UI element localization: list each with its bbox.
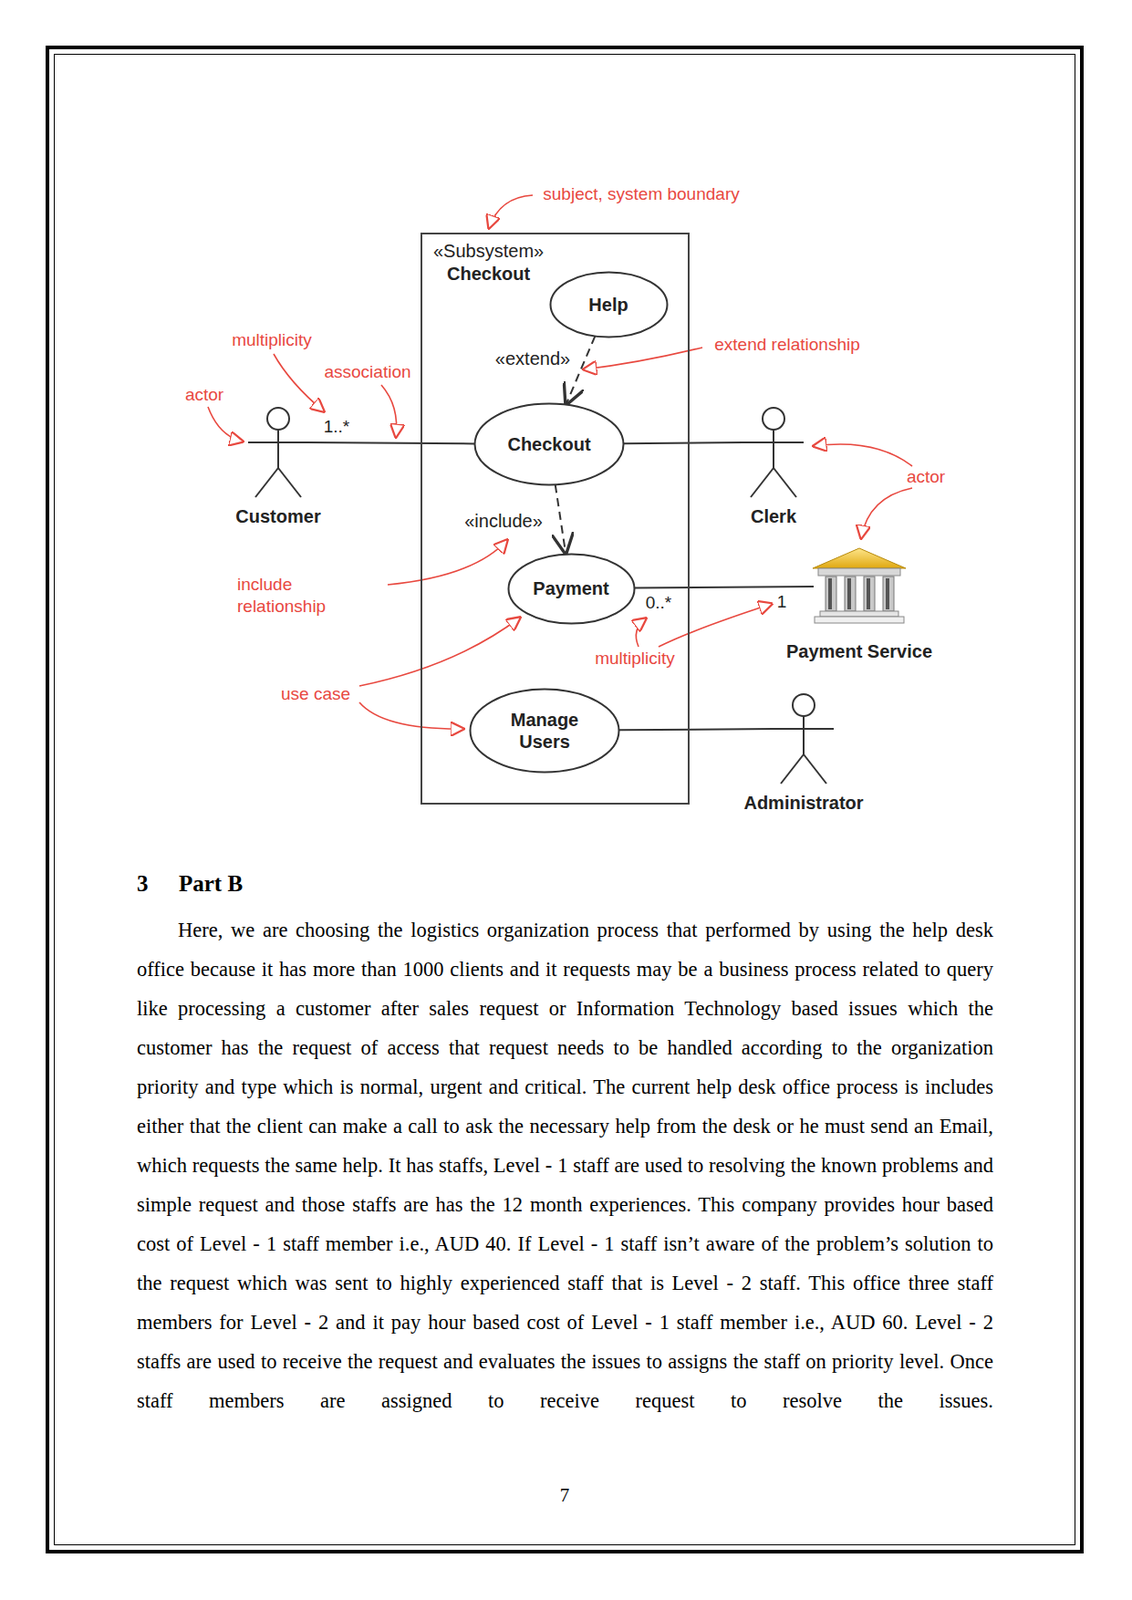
annotation-label: actor [185, 384, 224, 406]
body-paragraph: Here, we are choosing the logistics orga… [136, 910, 994, 1421]
page-number: 7 [560, 1484, 571, 1507]
annotation-label: use case [280, 684, 351, 705]
multiplicity: 1 [777, 591, 788, 613]
use-case-name: Manage Users [491, 708, 598, 753]
stereotype-label: «include» [462, 510, 545, 532]
use-case-name: Payment [532, 577, 609, 600]
multiplicity: 1..* [323, 416, 351, 437]
section-number: 3 [136, 871, 149, 897]
actor-figure: Administrator [743, 692, 863, 814]
use-case-text-wrap: Help [549, 270, 669, 339]
multiplicity: 0..* [645, 592, 673, 613]
use-case-name: Checkout [507, 433, 591, 456]
subsystem-boundary: «Subsystem»CheckoutHelpCheckoutPaymentMa… [420, 232, 690, 805]
stick-figure [771, 692, 836, 788]
use-case-text-wrap: Checkout [473, 402, 625, 487]
use-case-ellipse: Checkout [473, 402, 625, 487]
association-line [633, 586, 814, 588]
use-case-ellipse: Help [549, 270, 669, 339]
use-case-ellipse: Payment [507, 552, 636, 625]
annotation-label: extend relationship [714, 334, 861, 355]
association-line [623, 442, 744, 444]
stick-figure [246, 405, 311, 501]
association-line [308, 442, 476, 444]
use-case-text-wrap: Payment [507, 552, 636, 625]
bank-icon [809, 546, 910, 629]
association-line [618, 728, 774, 730]
stereotype-label: «extend» [493, 348, 572, 370]
use-case-ellipse: Manage Users [468, 687, 621, 774]
section-heading: Part B [178, 871, 243, 897]
dependency-arrow [555, 484, 567, 554]
actor-name: Administrator [743, 792, 863, 814]
actor-figure: Customer [235, 405, 321, 528]
annotation-label: association [323, 362, 411, 383]
actor-name: Customer [235, 506, 321, 528]
payment-service-actor: Payment Service [786, 546, 933, 663]
use-case-text-wrap: Manage Users [468, 687, 621, 774]
subsystem-name: Checkout [433, 262, 544, 286]
actor-name: Payment Service [786, 641, 933, 663]
stick-figure [741, 405, 806, 501]
ellipse-outline [468, 687, 621, 774]
annotation-label: include relationship [237, 573, 347, 618]
stereotype: «Subsystem» [433, 239, 544, 263]
actor-figure: Clerk [741, 405, 806, 528]
annotation-label: actor [906, 467, 946, 488]
use-case-name: Help [588, 293, 628, 316]
annotation-label: subject, system boundary [542, 184, 739, 205]
dependency-arrow [565, 336, 595, 406]
annotation-label: multiplicity [594, 648, 676, 669]
subsystem-heading: «Subsystem»Checkout [433, 239, 544, 286]
actor-name: Clerk [750, 506, 797, 528]
annotation-label: multiplicity [231, 330, 312, 351]
